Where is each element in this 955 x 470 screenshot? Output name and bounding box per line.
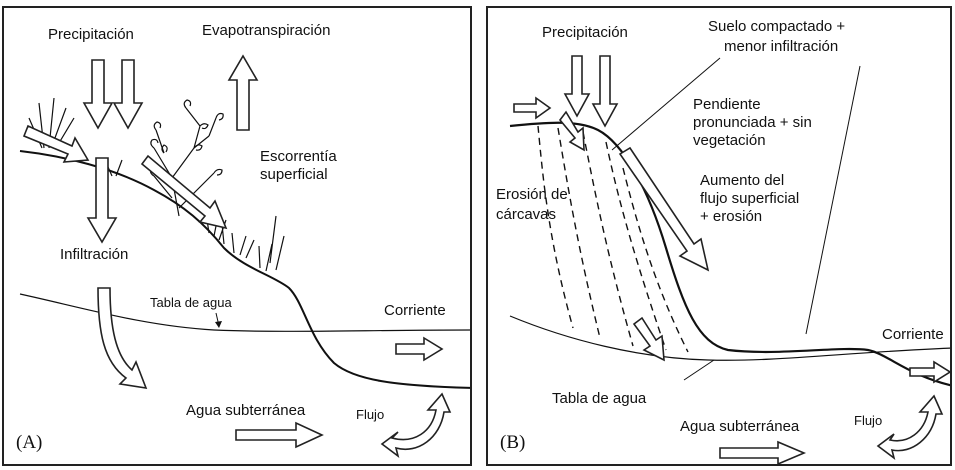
ground-surface [509,121,950,387]
label-groundwater: Agua subterránea [186,402,306,419]
deep-infiltration-arrow [97,287,148,390]
panel-a: Precipitación Evapotranspiración Escorre… [2,6,472,466]
ground-surface [19,150,470,389]
water-table-line [509,315,950,361]
label-slope-line2: pronunciada + sin [693,114,812,131]
panel-b: Precipitación Suelo compactado + menor i… [486,6,952,466]
label-infiltration: Infiltración [60,246,129,263]
label-precipitation: Precipitación [542,24,628,41]
label-stream: Corriente [384,302,446,319]
label-slope-line1: Pendiente [693,96,761,113]
inflow-arrow [513,96,552,120]
label-precipitation: Precipitación [48,26,134,43]
precipitation-arrows [82,59,144,130]
gully-lines [537,125,689,353]
panel-b-id: (B) [500,432,526,453]
stream-arrow [909,360,950,384]
label-water-table: Tabla de agua [150,295,232,310]
label-runoff-line1: Escorrentía [260,148,337,165]
groundwater-arrow [719,440,807,464]
stream-arrow [395,336,444,362]
label-compacted-line1: Suelo compactado + [708,18,846,35]
label-flow: Flujo [356,407,385,422]
flow-arrow [380,392,452,458]
precipitation-arrows [563,55,619,128]
runoff-arrows [22,124,228,230]
panel-a-drawing [19,54,470,458]
label-groundwater: Agua subterránea [680,418,800,435]
entry-arrow [558,110,585,152]
evapotranspiration-arrow [227,54,259,131]
label-compacted-line2: menor infiltración [724,38,839,55]
label-water-table: Tabla de agua [552,390,647,407]
label-runoff-line2: superficial [260,166,328,183]
panel-a-id: (A) [16,432,43,453]
label-slope-line3: vegetación [693,132,766,149]
label-gully-line2: cárcavas [496,206,557,223]
panel-b-drawing [509,55,950,464]
infiltration-arrow [86,157,118,244]
label-surface-flow-line1: Aumento del [700,172,785,189]
water-table-line [19,293,470,332]
label-surface-flow-line2: flujo superficial [700,190,800,207]
surface-flow-arrow [618,146,710,272]
label-gully-line1: Erosión de [496,186,568,203]
label-surface-flow-line3: + erosión [700,208,763,225]
label-flow: Flujo [854,413,883,428]
pointer-lines [611,57,861,381]
gully-flow-arrow [632,316,665,362]
label-evapotranspiration: Evapotranspiración [202,22,331,39]
flow-arrow [876,394,944,460]
label-stream: Corriente [882,326,944,343]
groundwater-arrow [235,421,324,449]
